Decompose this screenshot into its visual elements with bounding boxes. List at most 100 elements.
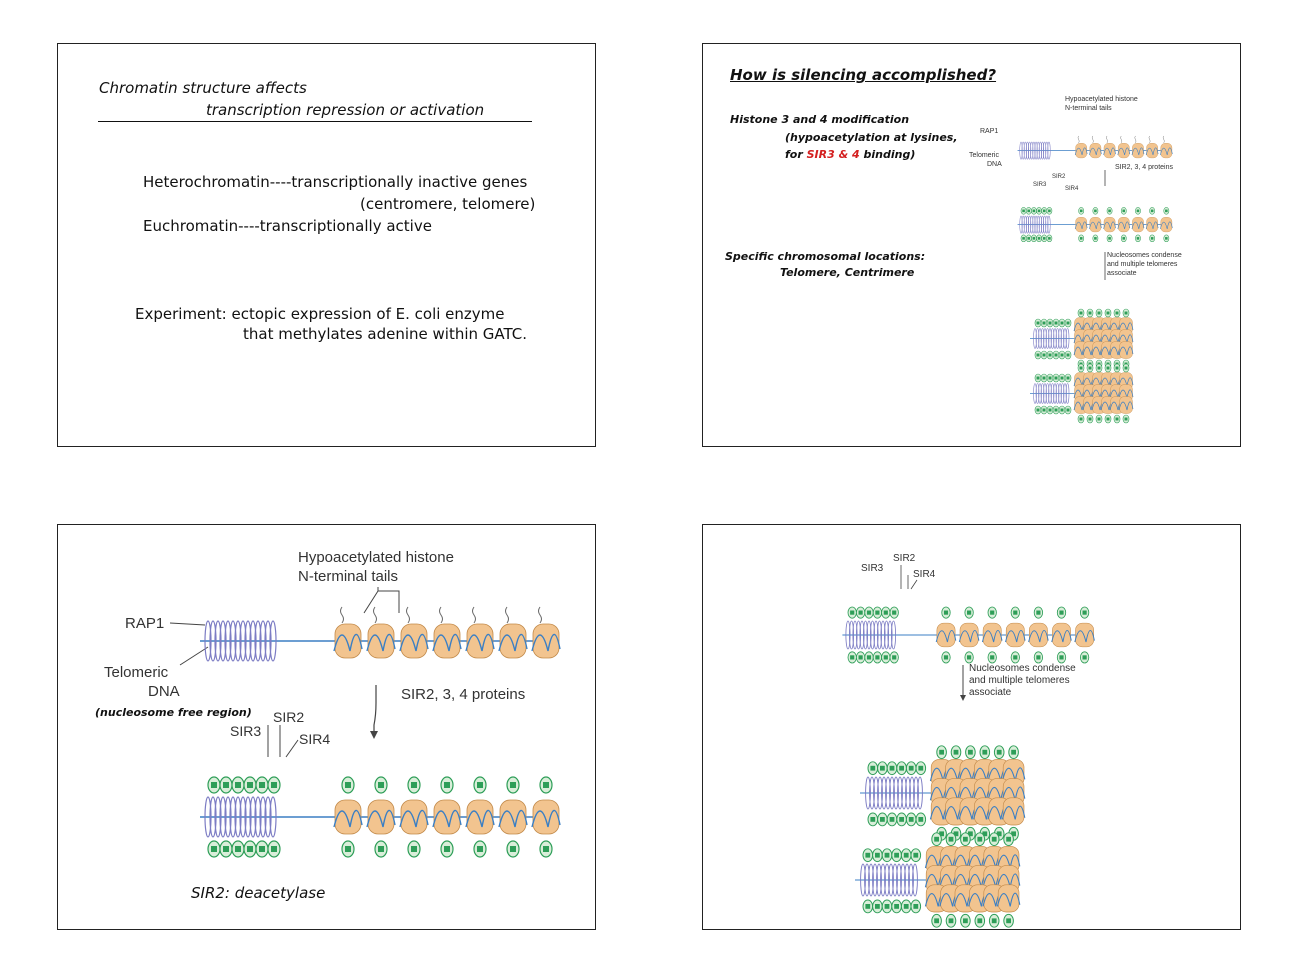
sir-complex — [1040, 405, 1048, 415]
sir-binding-suffix: binding) — [863, 148, 916, 161]
sir-complex — [896, 761, 907, 776]
histone-tail — [439, 606, 443, 624]
sir-core — [1060, 353, 1064, 357]
sir-complex — [855, 606, 866, 619]
sir-core — [411, 782, 417, 788]
dna-wrap — [333, 809, 363, 828]
sir-complex — [900, 848, 912, 863]
telomere-coil — [1023, 141, 1027, 160]
sir-complex — [877, 761, 888, 776]
sir-core — [875, 655, 880, 660]
slide4-sir2-label: SIR2 — [893, 553, 916, 564]
sir-core — [968, 749, 973, 755]
histone-octamer — [1119, 396, 1133, 414]
bare-chromatin-small — [1017, 135, 1173, 160]
dna-wrap — [366, 633, 396, 652]
sir-complex — [941, 606, 951, 619]
sir-complex — [1040, 373, 1048, 383]
telomere-coil — [890, 620, 897, 650]
telomere-coil — [909, 776, 915, 810]
slide4-sir4-label: SIR4 — [913, 569, 936, 580]
telomere-coil — [1060, 328, 1065, 349]
histone-octamer — [982, 622, 1002, 648]
sir-proteins-label: SIR2, 3, 4 proteins — [401, 686, 526, 703]
sir-complex — [1025, 207, 1032, 215]
sir-complex — [1031, 234, 1037, 243]
dna-wrap — [1118, 346, 1134, 356]
sir-core — [1037, 237, 1041, 240]
sir-core — [943, 655, 949, 660]
sir-core — [1088, 366, 1092, 370]
telomere-coil — [862, 620, 869, 650]
telomeric-dna-repeat — [845, 620, 897, 650]
sir-core — [1136, 237, 1140, 240]
telomere-coil — [1040, 383, 1045, 404]
sir-core — [894, 904, 899, 909]
dna-wrap — [1117, 221, 1131, 229]
sir-core — [865, 904, 871, 909]
sir-core — [1124, 366, 1128, 370]
sir-core — [271, 846, 277, 852]
sir-complex — [1034, 405, 1042, 415]
histone-tail — [1091, 135, 1094, 143]
telomere-coil — [1048, 383, 1052, 404]
telomeric-dna-repeat — [1033, 383, 1070, 404]
sir-complex — [1046, 373, 1054, 383]
sir-core — [444, 846, 450, 852]
nucleosome — [531, 623, 561, 659]
dna-wrap — [498, 809, 528, 828]
sir-complex — [936, 745, 947, 760]
sir-core — [982, 831, 988, 837]
telomere-coil — [229, 796, 237, 838]
fig-hypo-label: Hypoacetylated histone — [1065, 96, 1138, 103]
histone-octamer — [1132, 143, 1144, 159]
sir-core — [934, 918, 939, 924]
nucleosome — [958, 622, 980, 648]
sir-core — [1048, 209, 1051, 213]
dna-wrap — [1089, 147, 1102, 155]
sir-core — [939, 831, 944, 837]
telomere-coil — [884, 863, 890, 897]
fig-sir4-label: SIR4 — [1065, 186, 1079, 192]
dna-wrap — [1051, 629, 1072, 643]
telomere-coil — [859, 620, 865, 650]
telomere-coil — [912, 863, 918, 897]
histone-octamer — [1103, 143, 1116, 159]
telomere-coil — [869, 776, 875, 810]
sir-complex — [267, 840, 281, 858]
dna-label: DNA — [148, 683, 180, 700]
sir-core — [996, 831, 1002, 837]
telomere-coil — [877, 776, 883, 810]
sir-core — [967, 610, 972, 615]
condensed-cluster-bottom — [854, 832, 1021, 928]
histone-tail — [406, 606, 410, 624]
sir-core — [1079, 237, 1083, 240]
sir-complex — [1041, 207, 1048, 215]
nucleosome — [333, 623, 363, 659]
sir-complex — [1064, 373, 1072, 383]
sir-complex — [1040, 350, 1048, 360]
telomere-coil — [1045, 215, 1049, 234]
telomere-coil — [1040, 328, 1045, 349]
sir-complex — [905, 812, 917, 827]
sir-core — [444, 782, 450, 788]
sir-complex — [964, 606, 974, 619]
sir-core — [1054, 408, 1058, 412]
sir-complex — [1149, 207, 1155, 215]
sir-complex — [1034, 318, 1042, 328]
sir-core — [1124, 311, 1128, 315]
sir-complex — [872, 606, 883, 619]
sir-core — [1036, 376, 1040, 380]
sir-complex — [864, 651, 874, 664]
histone-octamer — [433, 799, 461, 835]
telomere-coil — [204, 620, 212, 662]
histone-octamer — [936, 622, 956, 648]
sir-complex — [941, 651, 951, 664]
sir-complex — [891, 848, 902, 863]
telomere-coil — [1058, 328, 1062, 349]
telomere-coil — [897, 776, 903, 810]
sir-complex — [255, 840, 269, 858]
sir-complex — [219, 776, 233, 794]
locations-list: Telomere, Centrimere — [780, 266, 915, 279]
sir-complex — [910, 899, 922, 914]
